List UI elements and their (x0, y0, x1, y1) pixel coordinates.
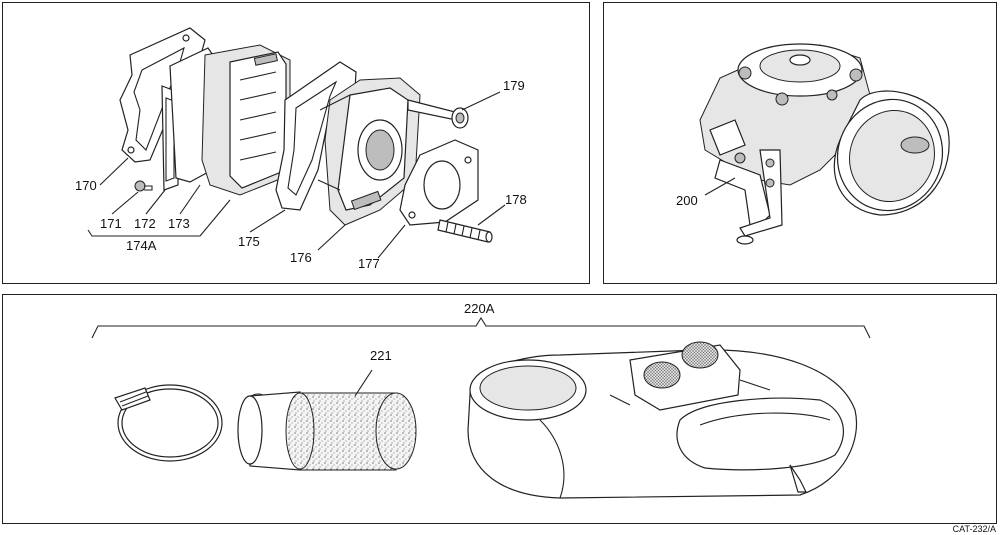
label-172: 172 (134, 216, 156, 231)
airbox (467, 341, 858, 499)
label-174a: 174A (126, 238, 157, 253)
label-177: 177 (358, 256, 380, 271)
bracket-220a (91, 316, 871, 339)
gasket-175 (275, 61, 357, 211)
gasket-177 (399, 139, 479, 226)
label-176: 176 (290, 250, 312, 265)
carburetor-200 (699, 43, 950, 245)
label-179: 179 (503, 78, 525, 93)
filter-foam-221 (285, 392, 417, 471)
hose-clamp (114, 384, 223, 462)
label-178: 178 (505, 192, 527, 207)
leader-200 (704, 177, 736, 196)
stud-178 (437, 219, 493, 243)
screw-171 (134, 180, 153, 192)
reed-block-174a (201, 44, 291, 196)
label-170: 170 (75, 178, 97, 193)
label-220a: 220A (464, 301, 495, 316)
leader-221 (354, 369, 373, 397)
label-200: 200 (676, 193, 698, 208)
label-175: 175 (238, 234, 260, 249)
label-221: 221 (370, 348, 392, 363)
leader-lines-top-left (87, 91, 506, 259)
intake-manifold-176 (317, 77, 421, 226)
catalog-code: CAT-232/A (952, 524, 996, 534)
label-173: 173 (168, 216, 190, 231)
bolt-179 (407, 99, 469, 129)
label-171: 171 (100, 216, 122, 231)
